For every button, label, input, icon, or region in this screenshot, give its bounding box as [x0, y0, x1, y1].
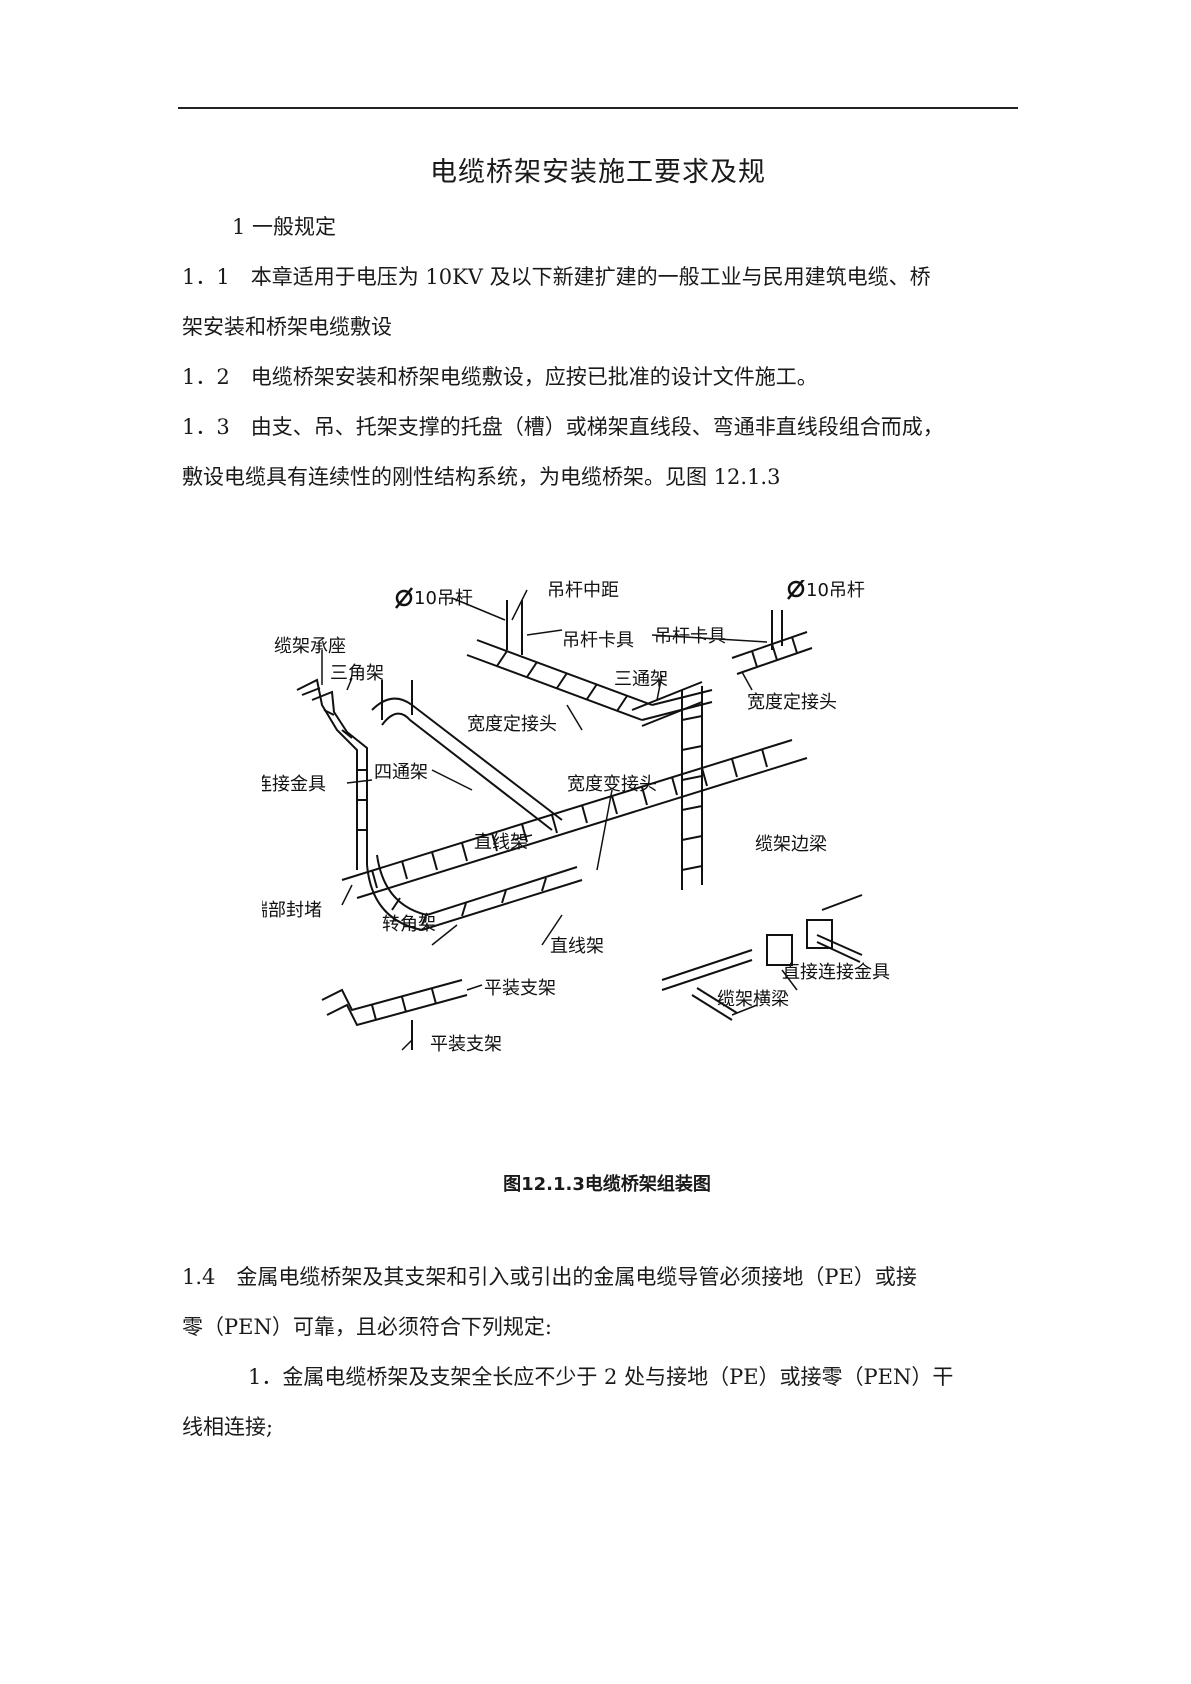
label-rod-right: 10吊杆 — [806, 580, 865, 601]
figure-caption: 图12.1.3电缆桥架组装图 — [503, 1174, 711, 1195]
flat-support-tray — [321, 979, 468, 1050]
paragraph-1-4-line-2: 零（PEN）可靠，且必须符合下列规定: — [182, 1315, 552, 1339]
document-title: 电缆桥架安装施工要求及规 — [430, 157, 766, 188]
paragraph-1-2: 1．2 电缆桥架安装和桥架电缆敷设，应按已批准的设计文件施工。 — [182, 365, 818, 389]
paragraph-1-1-line-2: 架安装和桥架电缆敷设 — [182, 315, 392, 339]
label-end-cap: 端部封堵 — [262, 900, 322, 921]
label-rod-clamp-right: 吊杆卡具 — [654, 626, 726, 647]
leader-lines — [321, 589, 798, 1051]
header-rule — [178, 107, 1018, 109]
upper-diagonal-tray — [466, 639, 713, 721]
elbow-tray — [366, 854, 583, 932]
phi-symbol-right — [787, 580, 805, 598]
label-triangle-bracket: 三角架 — [330, 663, 384, 684]
cable-tray-assembly-figure: 10吊杆 吊杆中距 10吊杆 缆架承座 吊杆卡具 吊杆卡具 三角架 三通架 宽度… — [262, 580, 952, 1140]
label-rod-left: 10吊杆 — [414, 588, 473, 609]
cable-tray-diagram: 10吊杆 吊杆中距 10吊杆 缆架承座 吊杆卡具 吊杆卡具 三角架 三通架 宽度… — [262, 580, 890, 1055]
label-elbow: 转角架 — [382, 914, 436, 935]
section-heading: 1 一般规定 — [232, 215, 337, 239]
left-riser — [296, 678, 368, 870]
phi-symbol-left — [395, 589, 413, 607]
hanger-rods — [381, 600, 783, 720]
tee-branch — [631, 681, 703, 727]
paragraph-1-3-line-1: 1．3 由支、吊、托架支撑的托盘（槽）或梯架直线段、弯通非直线段组合而成， — [182, 415, 944, 439]
label-rod-clamp-mid: 吊杆卡具 — [562, 630, 634, 651]
label-width-fixed-joint-mid: 宽度定接头 — [467, 714, 557, 735]
label-side-beam: 缆架边梁 — [755, 834, 827, 855]
beam-connector-detail — [661, 894, 863, 1021]
label-rod-spacing: 吊杆中距 — [547, 580, 619, 601]
label-connector-fitting: 连接金具 — [262, 774, 326, 795]
main-straight-tray — [341, 739, 808, 899]
label-flat-support-1: 平装支架 — [484, 978, 556, 999]
label-tee: 三通架 — [614, 669, 668, 690]
label-tray-seat: 缆架承座 — [274, 636, 346, 657]
list-item-1-line-1: 1．金属电缆桥架及支架全长应不少于 2 处与接地（PE）或接零（PEN）干 — [248, 1365, 954, 1389]
label-cross: 四通架 — [374, 762, 428, 783]
paragraph-1-4-line-1: 1.4 金属电缆桥架及其支架和引入或引出的金属电缆导管必须接地（PE）或接 — [182, 1265, 917, 1289]
label-flat-support-2: 平装支架 — [430, 1034, 502, 1055]
label-width-change-joint: 宽度变接头 — [567, 774, 657, 795]
vertical-ladder — [681, 686, 703, 890]
label-cross-beam: 缆架横梁 — [717, 989, 789, 1010]
paragraph-1-3-line-2: 敷设电缆具有连续性的刚性结构系统，为电缆桥架。见图 12.1.3 — [182, 465, 781, 489]
list-item-1-line-2: 线相连接; — [182, 1415, 274, 1439]
phi-stroke-left — [395, 587, 413, 609]
paragraph-1-1-line-1: 1．1 本章适用于电压为 10KV 及以下新建扩建的一般工业与民用建筑电缆、桥 — [182, 265, 931, 289]
label-straight-upper: 直线架 — [474, 832, 528, 853]
label-straight-lower: 直线架 — [550, 936, 604, 957]
label-direct-connector: 直接连接金具 — [782, 962, 890, 983]
rod-diameter-symbols — [395, 580, 805, 609]
phi-stroke-right — [787, 580, 805, 600]
label-width-fixed-joint-right: 宽度定接头 — [747, 692, 837, 713]
